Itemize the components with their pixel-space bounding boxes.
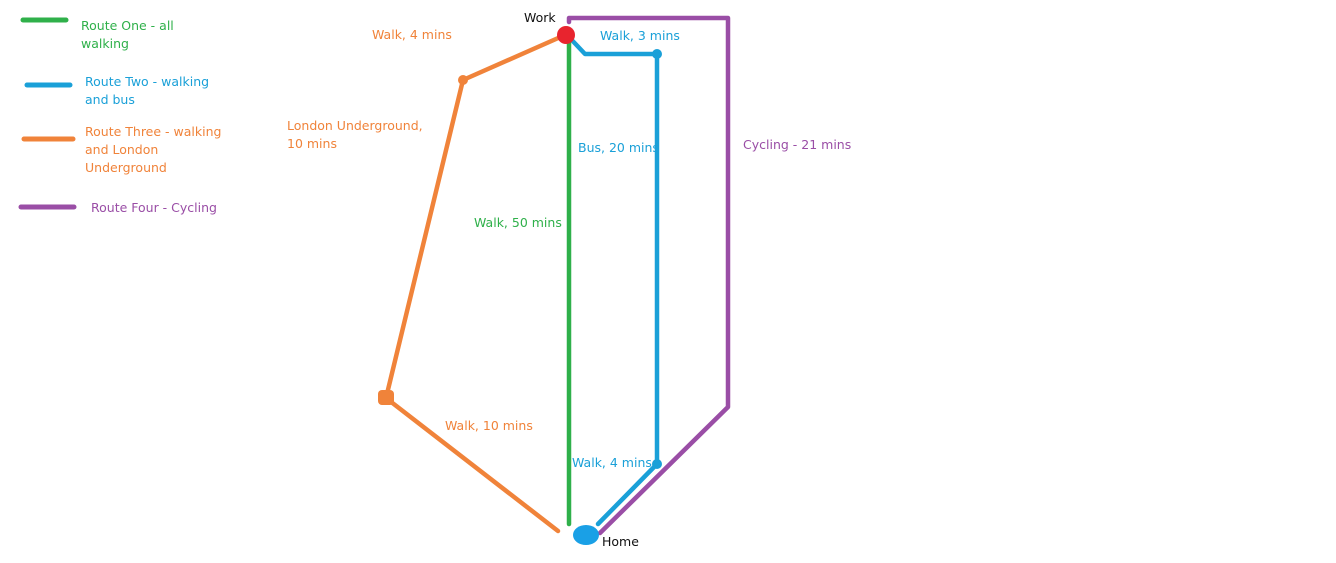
legend-label-line: and London xyxy=(85,142,158,157)
legend-label-line: Route One - all xyxy=(81,18,174,33)
legend-item-route-three: Route Three - walking and London Undergr… xyxy=(21,124,225,175)
route-two-stop-top xyxy=(652,49,662,59)
route-two-path xyxy=(565,33,660,527)
route-one-walk-label: Walk, 50 mins xyxy=(474,215,562,230)
route-two-walk-top-label: Walk, 3 mins xyxy=(600,28,680,43)
route-three-stop-bottom xyxy=(378,390,394,405)
legend-item-route-four: Route Four - Cycling xyxy=(18,200,217,215)
work-label: Work xyxy=(524,10,556,25)
legend-label-line: Underground xyxy=(85,160,167,175)
route-four-path xyxy=(566,15,731,536)
route-two-bus-label: Bus, 20 mins xyxy=(578,140,659,155)
route-four-cycling-label: Cycling - 21 mins xyxy=(743,137,851,152)
legend-label-line: Route Two - walking xyxy=(85,74,209,89)
legend-label-route-four: Route Four - Cycling xyxy=(91,200,217,215)
underground-label-line: 10 mins xyxy=(287,136,337,151)
route-three-walk-bottom-label: Walk, 10 mins xyxy=(445,418,533,433)
legend-label-line: Route Four - Cycling xyxy=(91,200,217,215)
legend-label-line: walking xyxy=(81,36,129,51)
legend-item-route-two: Route Two - walking and bus xyxy=(24,74,213,107)
legend: Route One - all walking Route Two - walk… xyxy=(18,17,225,215)
legend-label-line: Route Three - walking xyxy=(85,124,221,139)
legend-item-route-one: Route One - all walking xyxy=(20,17,178,51)
route-three-walk-top-label: Walk, 4 mins xyxy=(372,27,452,42)
route-two-walk-bottom-label: Walk, 4 mins xyxy=(572,455,652,470)
legend-label-route-three: Route Three - walking and London Undergr… xyxy=(85,124,225,175)
home-marker xyxy=(573,525,599,545)
legend-label-line: and bus xyxy=(85,92,135,107)
home-label: Home xyxy=(602,534,639,549)
legend-label-route-two: Route Two - walking and bus xyxy=(85,74,213,107)
legend-label-route-one: Route One - all walking xyxy=(81,18,178,51)
underground-label-line: London Underground, xyxy=(287,118,423,133)
route-three-path xyxy=(383,32,568,534)
work-marker xyxy=(557,26,575,44)
route-three-stop-top xyxy=(458,75,468,85)
route-two-stop-bottom xyxy=(652,459,662,469)
route-three-underground-label: London Underground, 10 mins xyxy=(287,118,427,151)
